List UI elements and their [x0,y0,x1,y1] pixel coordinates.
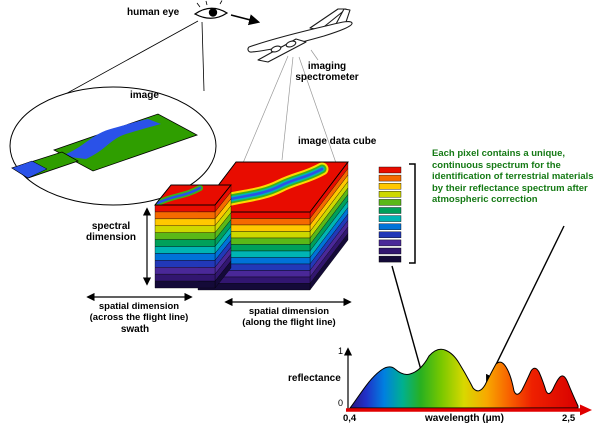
imaging-spectrometer-line2: spectrometer [295,72,359,83]
pixel-bracket [409,163,416,264]
spatial-across-line2: (across the flight line) [89,312,189,323]
swath-label: swath [120,324,150,335]
pixel-spectral-layer [378,231,402,239]
spectral-dimension-label: spectral dimension [80,221,142,243]
human-eye-label: human eye [127,7,180,18]
spectral-layer [154,232,216,240]
y-tick-max: 1 [338,346,344,356]
airplane-icon [247,8,353,63]
pixel-spectral-layer [378,166,402,174]
x-axis-arrowhead [580,404,592,416]
scan-lines [242,49,337,164]
human-eye-icon [193,0,229,19]
small-cube-front-layers [154,204,216,289]
pixel-spectral-layer [378,247,402,255]
spectral-dimension-line2: dimension [85,232,136,243]
spectral-layer [154,280,216,289]
spatial-along-line2: (along the flight line) [242,317,336,328]
small-cube-top-pattern [155,185,203,205]
spectral-dimension-line1: spectral [91,221,131,232]
spectral-layer [154,253,216,261]
spectral-layer [154,260,216,268]
image-strip-water [11,160,48,179]
spectral-layer [154,246,216,254]
image-data-cube-label: image data cube [298,136,377,147]
spectral-layer [154,211,216,220]
spectral-layer [154,274,216,282]
pixel-spectral-layer [378,215,402,222]
image-ellipse [9,86,217,206]
image-label: image [130,90,159,101]
wavelength-axis-label: wavelength (μm) [425,413,504,424]
swath-cube [154,184,232,289]
imaging-spectrometer-label: imaging spectrometer [284,61,370,83]
spectral-layer [154,267,216,275]
reflectance-plot [343,347,592,416]
x-tick-min: 0,4 [343,413,357,424]
river [61,119,161,159]
spectrum-curve [348,348,579,409]
big-cube-side-layers [309,161,349,291]
pixel-spectral-layer [378,255,402,263]
spatial-along-label: spatial dimension (along the flight line… [222,306,356,328]
spatial-across-label: spatial dimension (across the flight lin… [72,301,206,323]
note-to-plot-arrow [486,225,565,385]
spectral-layer [154,204,216,213]
pixel-spectral-layer [378,199,402,206]
pixel-spectral-layer [378,174,402,182]
spatial-across-line1: spatial dimension [98,301,180,312]
pixel-note: Each pixel contains a unique, continuous… [432,148,594,205]
imaging-spectrometer-line1: imaging [307,61,347,72]
spatial-along-line1: spatial dimension [248,306,330,317]
small-cube-top-outline [154,184,232,206]
pixel-spectral-layer [378,207,402,214]
big-cube-top-outline [197,161,349,213]
small-cube-side-layers [214,184,232,289]
spectral-layer [154,239,216,247]
pixel-spectral-layer [378,223,402,230]
pixel-spectral-layer [378,182,402,190]
x-tick-max: 2,5 [562,413,576,424]
pixel-spectral-layer [378,191,402,198]
pixel-column-layers [378,166,402,263]
eye-to-plane-arrow [230,14,261,26]
pixel-spectral-layer [378,239,402,247]
reflectance-axis-label: reflectance [288,373,341,384]
spectral-layer [154,225,216,233]
spectral-layer [154,218,216,226]
y-tick-min: 0 [338,398,344,408]
